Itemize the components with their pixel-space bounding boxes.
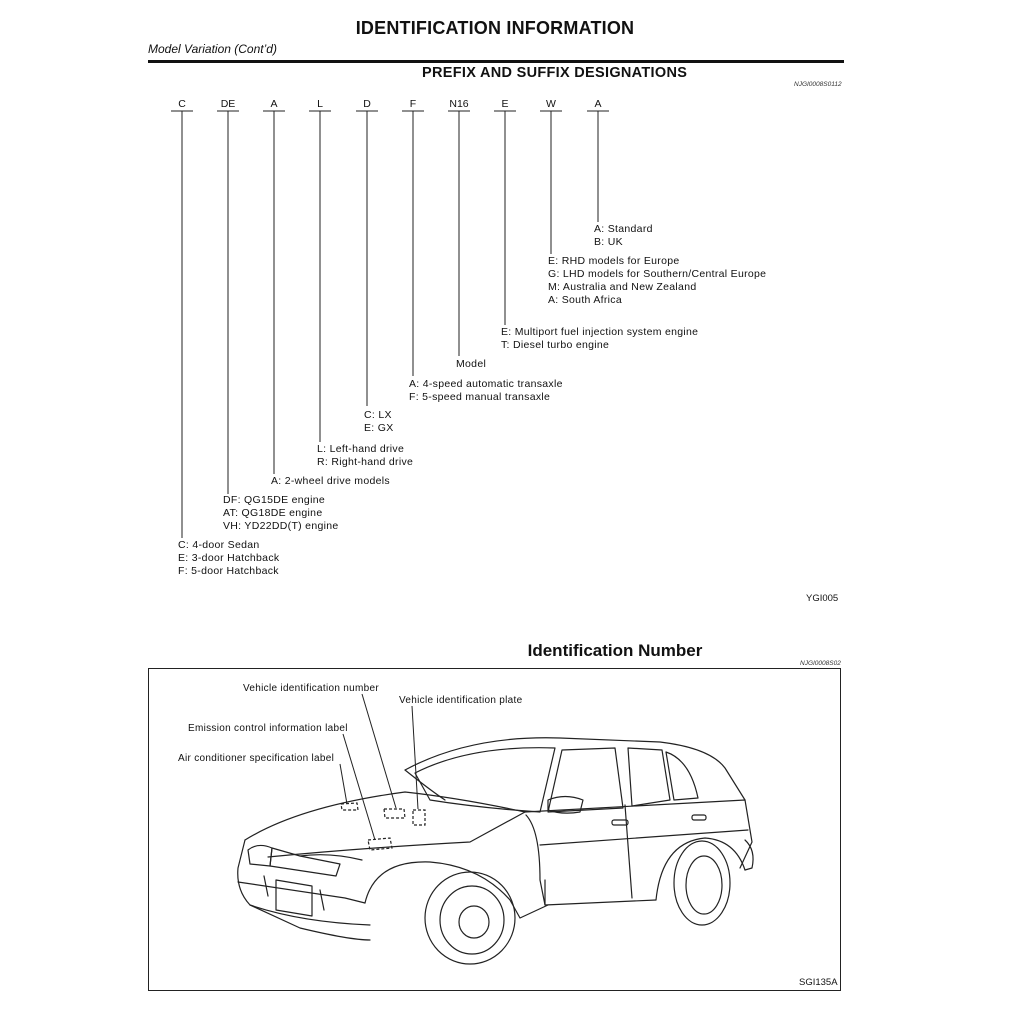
grade-description: C: LX E: GX (364, 409, 394, 434)
code-letter-fuel-system: E (501, 98, 509, 110)
code-letter-steering: L (317, 98, 323, 110)
page-title: IDENTIFICATION INFORMATION (355, 18, 635, 38)
prefix-suffix-ref-code: NJGI0008S0112 (794, 81, 842, 88)
identification-number-heading: Identification Number (527, 641, 703, 660)
code-letter-grade: D (363, 98, 371, 110)
code-letter-model: N16 (449, 98, 469, 110)
transaxle-description: A: 4-speed automatic transaxle F: 5-spee… (409, 378, 563, 403)
code-letter-spec: A (594, 98, 602, 110)
vehicle-figure-frame (148, 668, 841, 991)
market-description: E: RHD models for Europe G: LHD models f… (548, 255, 767, 306)
code-letter-transaxle: F (409, 98, 417, 110)
callout-emission-control-label: Emission control information label (188, 723, 348, 734)
body-description: C: 4-door Sedan E: 3-door Hatchback F: 5… (178, 539, 280, 577)
section-subtitle: Model Variation (Cont’d) (148, 42, 277, 56)
prefix-suffix-heading: PREFIX AND SUFFIX DESIGNATIONS (422, 65, 688, 81)
fuel-system-description: E: Multiport fuel injection system engin… (501, 326, 699, 351)
code-letter-engine: DE (220, 98, 236, 110)
callout-vehicle-identification-number: Vehicle identification number (243, 683, 379, 694)
spec-description: A: Standard B: UK (594, 223, 653, 248)
code-letter-body: C (178, 98, 186, 110)
prefix-suffix-figure-code: YGI005 (806, 593, 839, 604)
model-description: Model (456, 358, 487, 370)
code-letter-market: W (546, 98, 556, 110)
engine-description: DF: QG15DE engine AT: QG18DE engine VH: … (223, 494, 339, 532)
drive-description: A: 2-wheel drive models (271, 475, 390, 487)
identification-figure-code: SGI135A (799, 977, 838, 988)
identification-number-ref-code: NJGI0008S02 (800, 660, 841, 667)
header-divider (148, 60, 844, 63)
callout-air-conditioner-label: Air conditioner specification label (178, 753, 335, 764)
code-letter-drive: A (270, 98, 278, 110)
steering-description: L: Left-hand drive R: Right-hand drive (317, 443, 414, 468)
callout-vehicle-identification-plate: Vehicle identification plate (399, 695, 523, 706)
